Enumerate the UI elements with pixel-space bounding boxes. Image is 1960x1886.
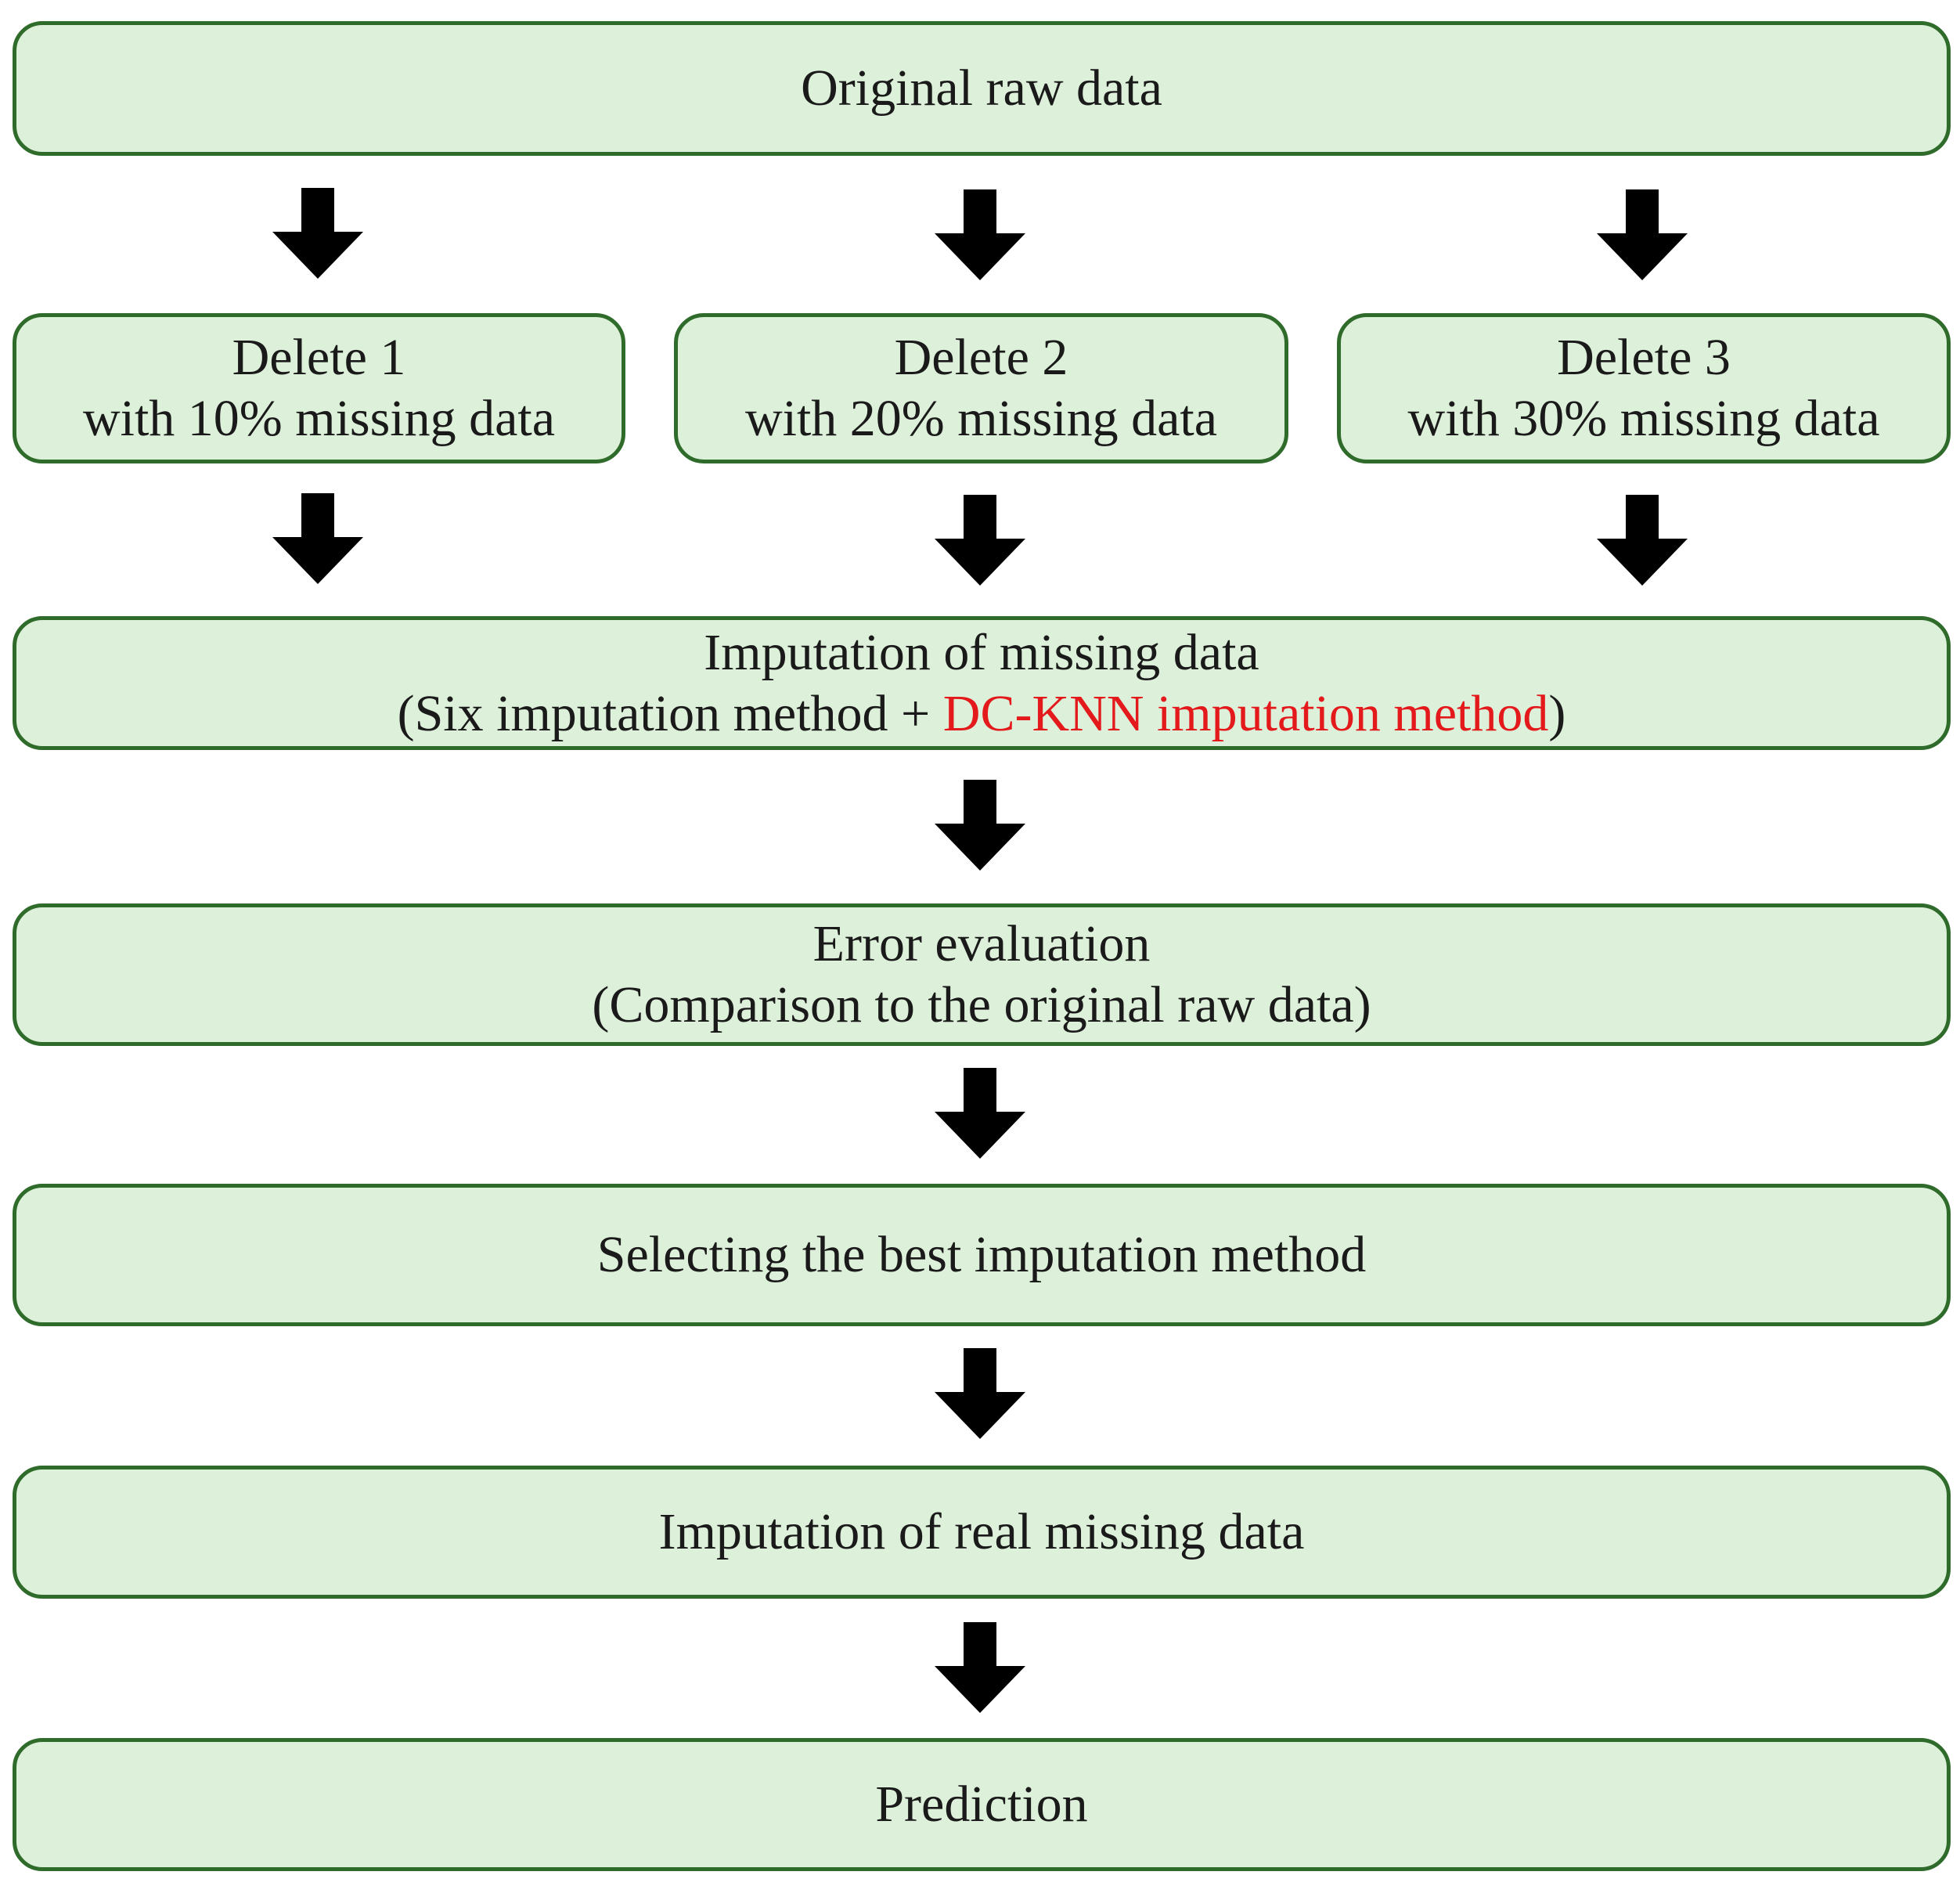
detail-prefix: (Six imputation method + bbox=[397, 684, 943, 742]
step-delete-2: Delete 2 with 20% missing data bbox=[674, 313, 1288, 463]
step-title: Delete 1 bbox=[232, 329, 406, 386]
step-label: Prediction bbox=[875, 1776, 1088, 1833]
arrow-down-icon bbox=[935, 1068, 1025, 1159]
step-subtitle: with 10% missing data bbox=[82, 390, 556, 447]
arrow-down-icon bbox=[935, 1348, 1025, 1439]
detail-highlight-dc-knn: DC-KNN imputation method bbox=[942, 684, 1549, 742]
arrow-down-icon bbox=[1597, 495, 1688, 586]
step-imputation-of-missing-data: Imputation of missing data (Six imputati… bbox=[13, 616, 1951, 750]
detail-suffix: ) bbox=[1548, 684, 1566, 742]
step-title: Error evaluation bbox=[812, 915, 1151, 972]
step-delete-3: Delete 3 with 30% missing data bbox=[1337, 313, 1951, 463]
step-label: Selecting the best imputation method bbox=[596, 1226, 1367, 1283]
arrow-down-icon bbox=[935, 1622, 1025, 1713]
step-original-raw-data: Original raw data bbox=[13, 21, 1951, 156]
step-detail: (Six imputation method + DC-KNN imputati… bbox=[398, 683, 1566, 745]
step-label: Imputation of real missing data bbox=[658, 1503, 1305, 1560]
step-title: Delete 2 bbox=[894, 329, 1068, 386]
step-detail: (Comparison to the original raw data) bbox=[592, 976, 1371, 1033]
step-imputation-of-real-missing-data: Imputation of real missing data bbox=[13, 1466, 1951, 1599]
arrow-down-icon bbox=[272, 188, 363, 279]
arrow-down-icon bbox=[272, 493, 363, 584]
arrow-down-icon bbox=[935, 780, 1025, 871]
arrow-down-icon bbox=[935, 495, 1025, 586]
arrow-down-icon bbox=[1597, 189, 1688, 280]
step-title: Delete 3 bbox=[1557, 329, 1731, 386]
step-error-evaluation: Error evaluation (Comparison to the orig… bbox=[13, 903, 1951, 1046]
arrow-down-icon bbox=[935, 189, 1025, 280]
step-label: Original raw data bbox=[801, 60, 1162, 117]
step-selecting-best-method: Selecting the best imputation method bbox=[13, 1184, 1951, 1326]
step-subtitle: with 30% missing data bbox=[1407, 390, 1880, 447]
step-title: Imputation of missing data bbox=[704, 623, 1259, 681]
step-delete-1: Delete 1 with 10% missing data bbox=[13, 313, 625, 463]
step-prediction: Prediction bbox=[13, 1738, 1951, 1871]
step-subtitle: with 20% missing data bbox=[744, 390, 1218, 447]
